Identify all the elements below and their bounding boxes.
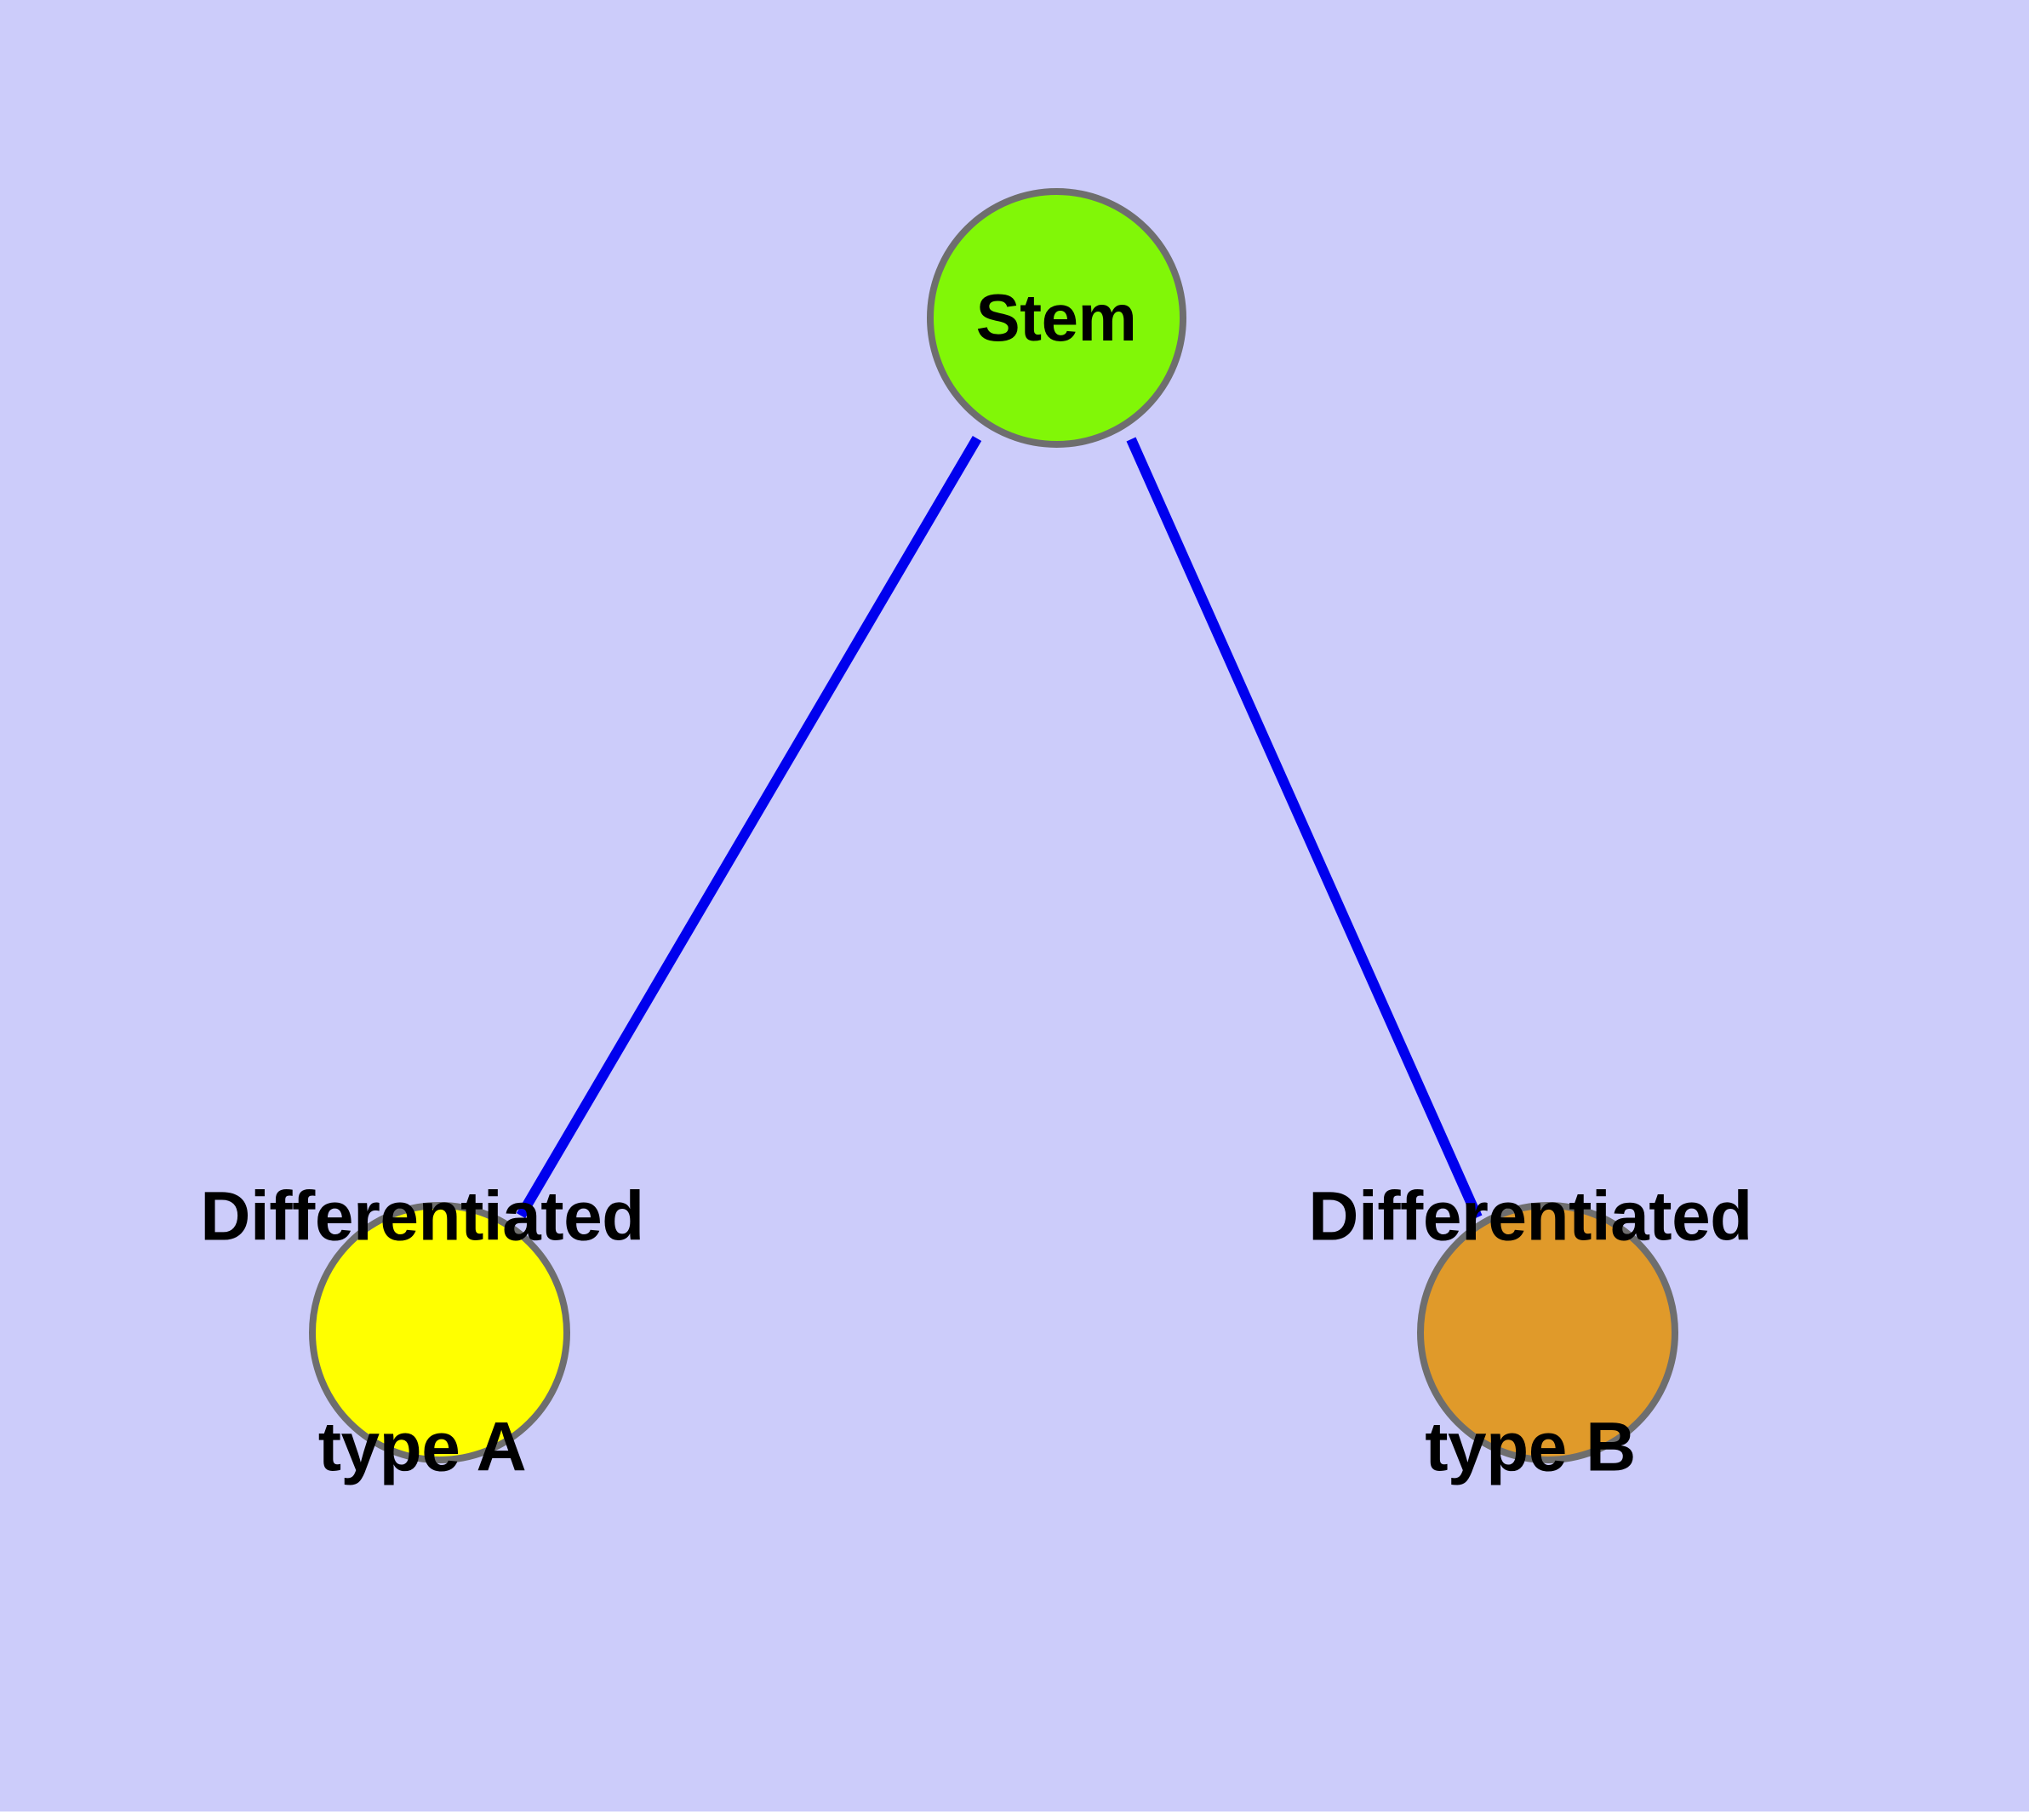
edge-stem-to-type-a[interactable] [516,435,982,1219]
edge-stem-to-type-b[interactable] [1126,437,1483,1220]
node-differentiated-type-b[interactable] [1417,1202,1678,1463]
node-differentiated-type-a[interactable] [309,1202,570,1463]
node-stem[interactable] [927,188,1186,448]
bottom-white-strip [0,1811,2029,1820]
